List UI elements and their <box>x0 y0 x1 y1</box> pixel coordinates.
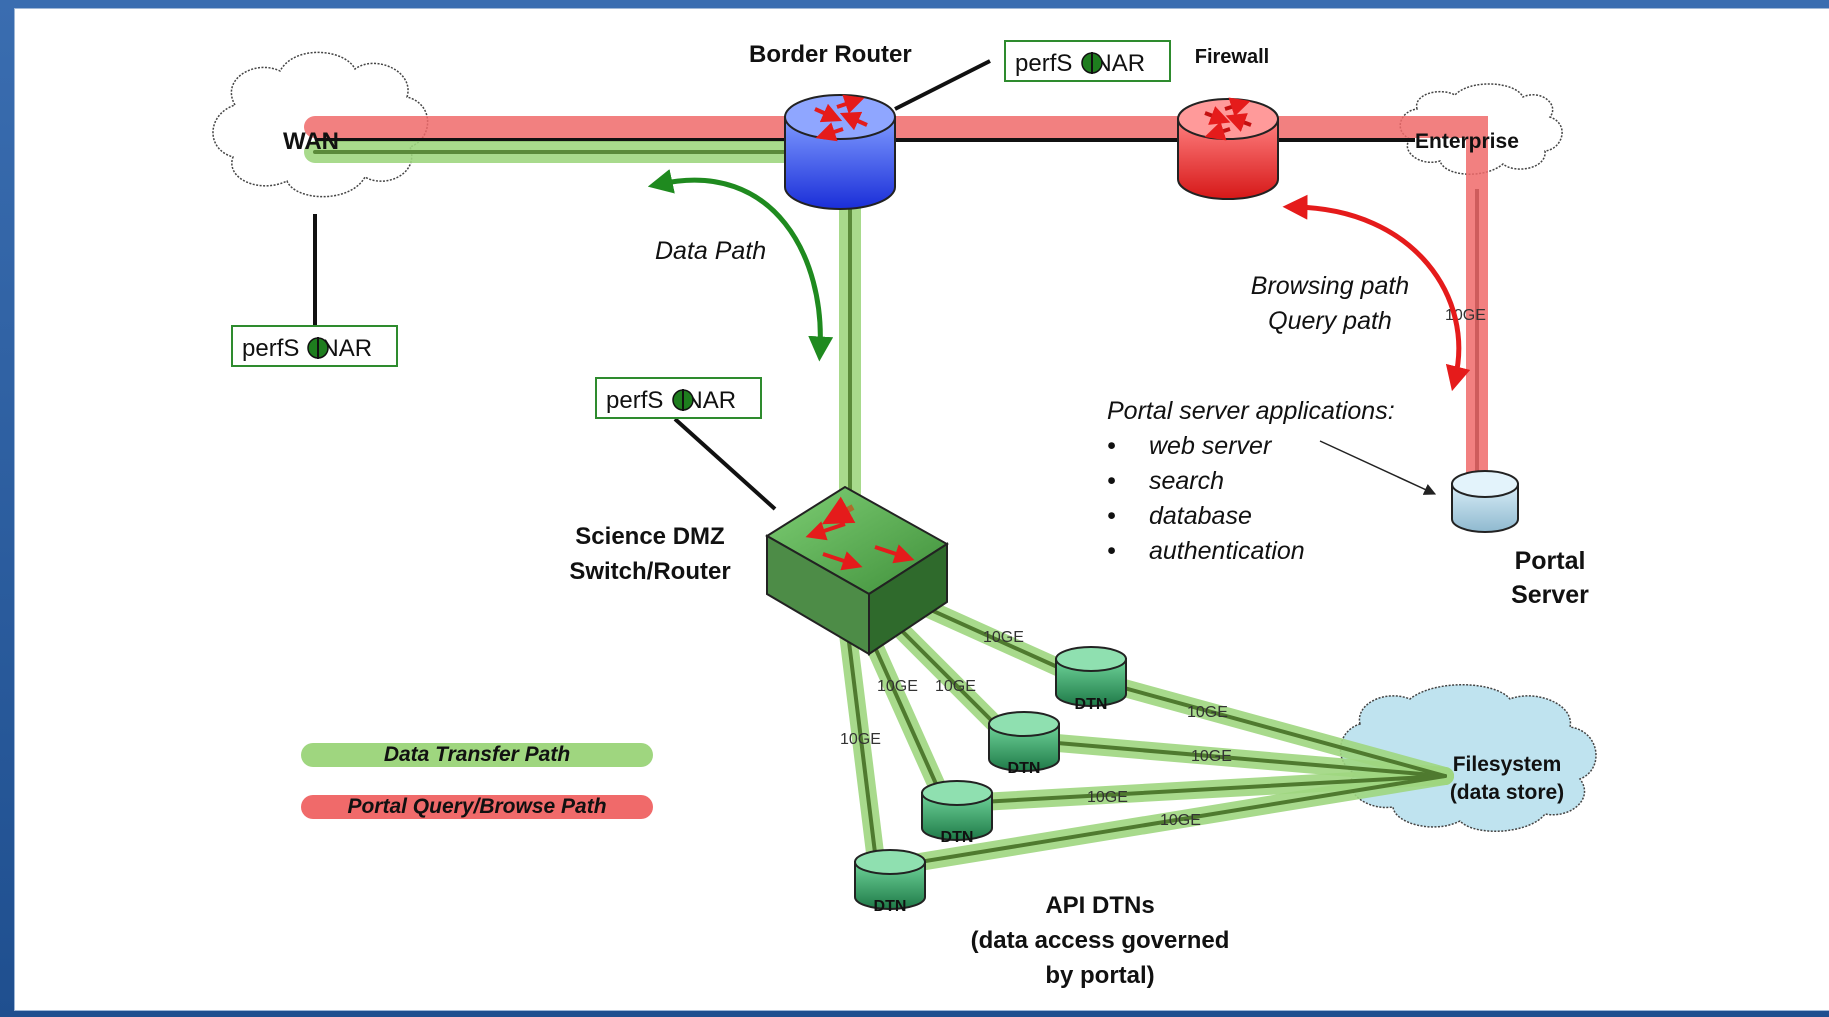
perfsonar-label-right: NAR <box>321 335 372 362</box>
legend-data-swatch <box>301 743 653 767</box>
data-path-arrow <box>647 169 834 362</box>
portal-apps-list: • web server • search • database • authe… <box>1107 432 1305 565</box>
perfsonar-wan[interactable]: perfS NAR <box>231 325 398 367</box>
dtn-label: DTN <box>1008 760 1041 777</box>
legend-query-label: Portal Query/Browse Path <box>347 795 606 818</box>
enterprise-label: Enterprise <box>1415 130 1519 153</box>
link-label-10ge: 10GE <box>1160 812 1201 829</box>
dtn-label: DTN <box>874 898 907 915</box>
perfsonar-label-right: NAR <box>1094 50 1145 77</box>
perfsonar-globe-icon <box>1081 52 1103 74</box>
diagram-canvas: 10GE 10GE 10GE 10GE 10GE 10GE 10GE 10GE … <box>14 8 1829 1011</box>
portal-apps-pointer <box>1319 440 1437 495</box>
router-arrows-icon <box>814 94 868 142</box>
list-item: search <box>1149 467 1224 495</box>
browsing-path-label: Browsing path <box>1251 272 1409 300</box>
perfsonar-label-left: perfS <box>242 335 299 362</box>
list-item: web server <box>1149 432 1273 460</box>
data-path-label: Data Path <box>655 237 766 265</box>
dtn-label: DTN <box>941 829 974 846</box>
api-dtns-label: by portal) <box>1045 962 1154 989</box>
link-label-10ge: 10GE <box>1191 748 1232 765</box>
science-dmz-switch[interactable] <box>765 485 949 656</box>
legend-data-label: Data Transfer Path <box>384 743 570 766</box>
wan-label: WAN <box>283 128 339 155</box>
dtn-server[interactable]: DTN <box>854 849 926 915</box>
perfsonar-dmz[interactable]: perfS NAR <box>595 377 762 419</box>
perfsonar-globe-icon <box>307 337 329 359</box>
list-item: • <box>1107 467 1116 495</box>
science-dmz-label: Science DMZ <box>575 523 724 550</box>
portal-server-label: Portal <box>1515 547 1586 575</box>
list-item: authentication <box>1149 537 1305 565</box>
firewall-label: Firewall <box>1195 46 1269 68</box>
red-query-path <box>304 116 1488 520</box>
perfsonar-globe-icon <box>672 389 694 411</box>
legend: Data Transfer Path Portal Query/Browse P… <box>301 743 653 819</box>
firewall-arrows-icon <box>1204 97 1252 141</box>
dtn-server[interactable]: DTN <box>921 780 993 846</box>
portal-server-label: Server <box>1511 581 1589 609</box>
list-item: • <box>1107 537 1116 565</box>
firewall[interactable] <box>1177 97 1279 200</box>
network-diagram: 10GE 10GE 10GE 10GE 10GE 10GE 10GE 10GE … <box>212 40 1597 989</box>
border-router-label: Border Router <box>749 41 912 68</box>
filesystem-label: Filesystem <box>1453 753 1562 776</box>
legend-query-swatch <box>301 795 653 819</box>
link-label-10ge: 10GE <box>1087 789 1128 806</box>
query-path-label: Query path <box>1268 307 1392 335</box>
perfsonar-label-right: NAR <box>685 387 736 414</box>
link-label-10ge: 10GE <box>935 678 976 695</box>
dtn-server[interactable]: DTN <box>1055 646 1127 713</box>
list-item: • <box>1107 502 1116 530</box>
dtn-server[interactable]: DTN <box>988 711 1060 777</box>
link-label-10ge: 10GE <box>983 629 1024 646</box>
perfsonar-border[interactable]: perfS NAR <box>1004 40 1171 82</box>
portal-apps-title: Portal server applications: <box>1107 397 1395 425</box>
filesystem-cloud <box>1339 684 1597 832</box>
api-dtns-label: API DTNs <box>1045 892 1154 919</box>
link-labels: 10GE 10GE 10GE 10GE 10GE 10GE 10GE 10GE … <box>840 307 1486 829</box>
link-label-10ge: 10GE <box>840 731 881 748</box>
switch-arrows-icon <box>805 521 915 571</box>
science-dmz-label: Switch/Router <box>569 558 730 585</box>
link-label-10ge: 10GE <box>1187 704 1228 721</box>
list-item: • <box>1107 432 1116 460</box>
link-label-10ge: 10GE <box>877 678 918 695</box>
dtn-label: DTN <box>1075 696 1108 713</box>
browsing-path-arrow <box>1282 194 1471 392</box>
list-item: database <box>1149 502 1252 530</box>
border-router[interactable] <box>784 94 896 210</box>
perfsonar-label-left: perfS <box>1015 50 1072 77</box>
api-dtns-label: (data access governed <box>971 927 1230 954</box>
filesystem-label: (data store) <box>1450 781 1564 804</box>
perfsonar-label-left: perfS <box>606 387 663 414</box>
portal-server[interactable] <box>1451 470 1519 533</box>
